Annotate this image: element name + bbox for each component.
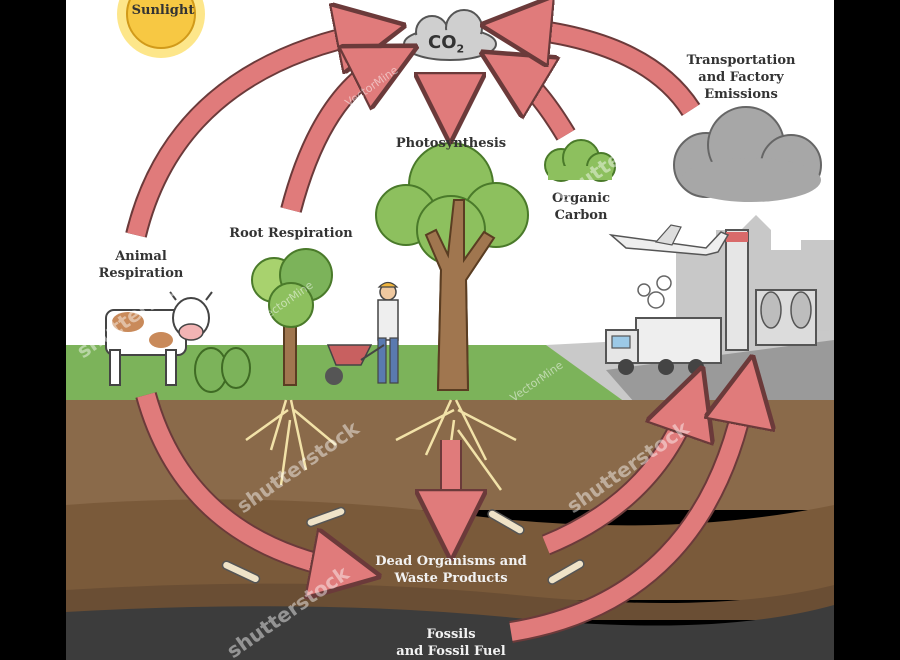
dead-organisms-label: Dead Organisms and Waste Products	[375, 554, 527, 586]
diagram-artwork	[66, 0, 834, 660]
transportation-emissions-label: Transportation and Factory Emissions	[686, 53, 796, 102]
tree-icon	[375, 142, 529, 391]
factory-icon	[725, 229, 817, 351]
exhaust-puffs	[637, 275, 672, 309]
small-tree-icon	[251, 248, 333, 386]
wheelbarrow-icon	[325, 344, 385, 385]
organic-carbon-label: Organic Carbon	[552, 191, 610, 223]
airplane-icon	[608, 224, 730, 256]
cycle-arrows	[125, 28, 746, 643]
worker-icon	[377, 281, 399, 384]
organic-carbon-cloud-icon	[544, 139, 616, 182]
cloud-icon	[403, 9, 497, 61]
roots-icon	[245, 399, 517, 491]
sun-icon	[117, 0, 205, 58]
co2-label: CO2	[428, 32, 464, 56]
co2-subscript: 2	[456, 42, 465, 56]
bone-icon	[221, 506, 585, 585]
fossils-label: Fossils and Fossil Fuel	[396, 627, 506, 659]
cow-icon	[105, 291, 213, 386]
bush-icon	[194, 347, 251, 393]
sunlight-label: Sunlight	[131, 3, 195, 18]
smoke-cloud-icon	[673, 106, 822, 202]
truck-icon	[605, 317, 722, 375]
root-respiration-label: Root Respiration	[229, 226, 353, 241]
photosynthesis-label: Photosynthesis	[395, 136, 507, 151]
carbon-cycle-diagram: Sunlight CO2 Photosynthesis Transportati…	[66, 0, 834, 660]
co2-text: CO	[428, 32, 457, 53]
animal-respiration-label: Animal Respiration	[98, 249, 184, 281]
fossil-fuel-layer	[66, 605, 834, 660]
